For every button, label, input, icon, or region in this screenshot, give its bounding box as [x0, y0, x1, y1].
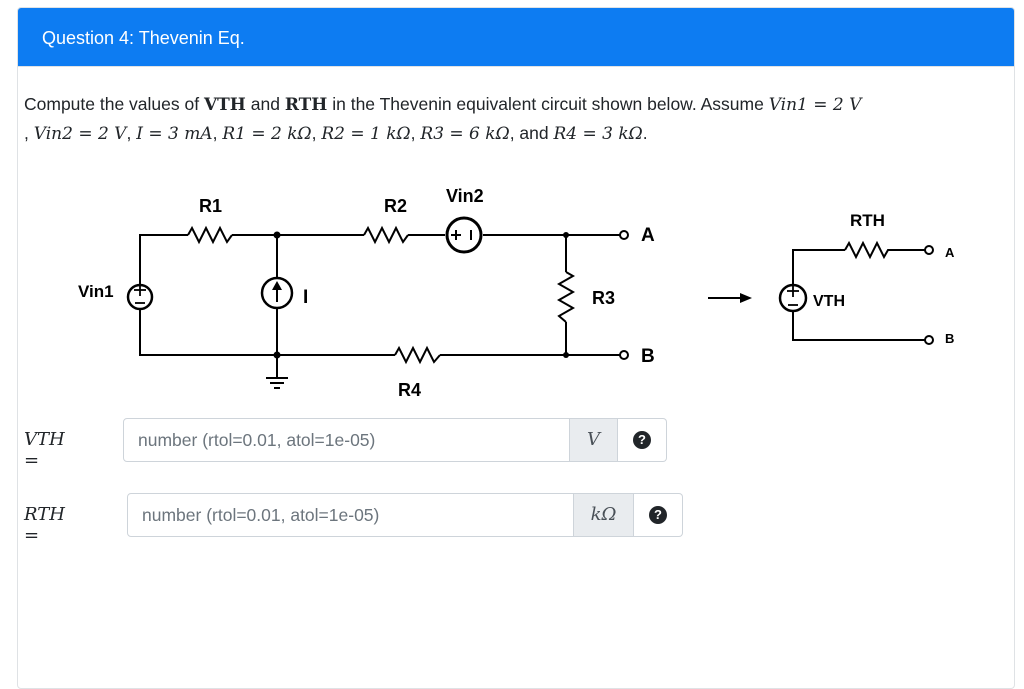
- separator: ,: [126, 123, 137, 143]
- label-node-a: A: [641, 225, 655, 246]
- separator: ,: [212, 123, 223, 143]
- label-vth: VTH: [813, 293, 845, 310]
- question-text: Compute the values of VTH and RTH in the…: [24, 90, 984, 148]
- rth-unit: kΩ: [574, 493, 634, 537]
- terminal-b: [619, 350, 629, 360]
- label-i: I: [303, 287, 308, 308]
- label-r1: R1: [199, 196, 222, 216]
- r2-value: R2 = 1 kΩ: [321, 124, 411, 144]
- vth-symbol: VTH: [203, 95, 246, 115]
- voltage-source-vth-icon: [778, 283, 808, 313]
- rth-help-button[interactable]: ?: [634, 493, 683, 537]
- vin1-value: Vin1 = 2 V: [768, 95, 862, 115]
- question-text-part: , and: [509, 123, 554, 143]
- label-r4: R4: [398, 380, 421, 400]
- label-node-b: B: [641, 346, 655, 367]
- vth-unit: V: [570, 418, 618, 462]
- separator: ,: [24, 123, 34, 143]
- r3-value: R3 = 6 kΩ: [420, 124, 510, 144]
- junction-dots: [273, 231, 569, 359]
- help-icon: ?: [633, 431, 651, 449]
- voltage-source-vin2-icon: [445, 216, 483, 254]
- label-node-b-eq: B: [945, 331, 954, 346]
- current-source-icon: [260, 276, 294, 310]
- rth-answer-label: RTH =: [24, 504, 65, 546]
- terminal-a: [619, 230, 629, 240]
- question-text-part: and: [245, 94, 285, 114]
- arrow-icon: [740, 293, 752, 303]
- question-text-part: .: [642, 123, 648, 143]
- r1-value: R1 = 2 kΩ: [222, 124, 312, 144]
- vth-answer-label: VTH =: [24, 429, 65, 471]
- voltage-source-vin1-icon: [126, 283, 154, 311]
- label-r2: R2: [384, 196, 407, 216]
- card-header: Question 4: Thevenin Eq.: [18, 8, 1014, 67]
- question-card: Question 4: Thevenin Eq.: [17, 7, 1015, 689]
- terminal-b-eq: [924, 335, 934, 345]
- current-value: I = 3 mA: [136, 124, 213, 144]
- label-rth: RTH: [850, 211, 885, 230]
- separator: ,: [311, 123, 322, 143]
- separator: ,: [410, 123, 421, 143]
- label-vin1: Vin1: [78, 282, 114, 301]
- label-vin2: Vin2: [446, 186, 484, 206]
- rth-symbol: RTH: [284, 95, 328, 115]
- help-icon: ?: [649, 506, 667, 524]
- terminal-a-eq: [924, 245, 934, 255]
- label-node-a-eq: A: [945, 245, 955, 260]
- circuit-wires: [139, 225, 925, 389]
- question-text-part: in the Thevenin equivalent circuit shown…: [327, 94, 769, 114]
- question-text-part: Compute the values of: [24, 94, 204, 114]
- rth-input[interactable]: number (rtol=0.01, atol=1e-05): [127, 493, 574, 537]
- vth-input[interactable]: number (rtol=0.01, atol=1e-05): [123, 418, 570, 462]
- vth-help-button[interactable]: ?: [618, 418, 667, 462]
- label-r3: R3: [592, 288, 615, 308]
- question-title: Question 4: Thevenin Eq.: [42, 28, 245, 48]
- circuit-diagram: R1 R2 Vin2 Vin1 I R3 R4 A B RTH VTH A B: [78, 186, 955, 400]
- vin2-value: Vin2 = 2 V: [33, 124, 127, 144]
- r4-value: R4 = 3 kΩ: [553, 124, 643, 144]
